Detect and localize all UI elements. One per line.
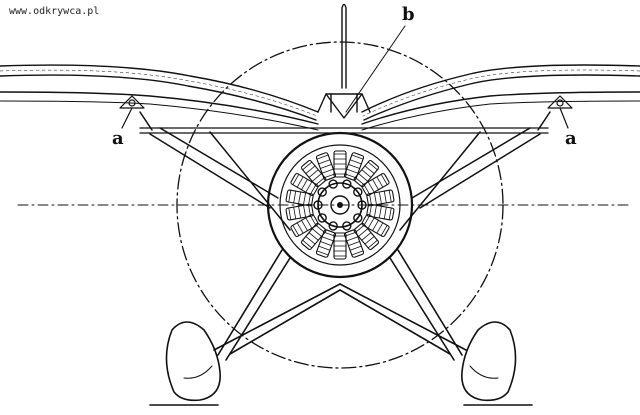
engine-cylinder (353, 160, 380, 188)
right-wing-struts (399, 111, 551, 231)
engine-cylinder (315, 152, 337, 181)
hub-tooth (357, 200, 367, 210)
callout-label-b: b (402, 4, 415, 25)
engine-cylinder (300, 160, 327, 188)
engine-cylinder (343, 152, 365, 181)
engine-cylinder (300, 222, 327, 250)
fitting-a-right (547, 95, 573, 129)
hub-tooth (328, 221, 338, 231)
radial-engine-cylinders (285, 150, 395, 260)
engine-cylinder (285, 203, 314, 221)
engine-cylinder (366, 203, 395, 221)
hub-tooth (328, 179, 338, 189)
fitting-a-left (119, 95, 145, 129)
engine-cylinder (361, 213, 390, 238)
engine-cowling (266, 131, 414, 279)
engine-cylinder (290, 172, 319, 197)
landing-gear-legs (213, 249, 467, 361)
hub-tooth (342, 221, 352, 231)
leader-line-b (345, 25, 406, 113)
engine-cylinder (343, 229, 365, 258)
callout-label-a-left: a (112, 128, 124, 149)
cabane-fairing (317, 93, 371, 119)
hub-tooth (353, 187, 363, 197)
hub-tooth (317, 187, 327, 197)
tail-fin (341, 3, 347, 89)
engine-cylinder (290, 213, 319, 238)
hub-tooth (342, 179, 352, 189)
engine-cylinder (285, 189, 314, 207)
right-wheel-fairing (461, 321, 533, 406)
left-wing-struts (139, 111, 291, 231)
left-wheel-fairing (149, 321, 221, 406)
watermark: www.odkrywca.pl (9, 6, 100, 17)
engine-hub (313, 179, 367, 231)
engine-cylinder (366, 189, 395, 207)
hub-tooth (353, 213, 363, 223)
engine-cylinder (333, 232, 347, 260)
hub-tooth (313, 200, 323, 210)
engine-cylinder (333, 150, 347, 178)
left-wing (0, 64, 319, 131)
engine-cylinder (353, 222, 380, 250)
engine-cylinder (315, 229, 337, 258)
right-wing (361, 64, 640, 131)
callout-label-a-right: a (565, 128, 577, 149)
engine-cylinder (361, 172, 390, 197)
hub-tooth (317, 213, 327, 223)
